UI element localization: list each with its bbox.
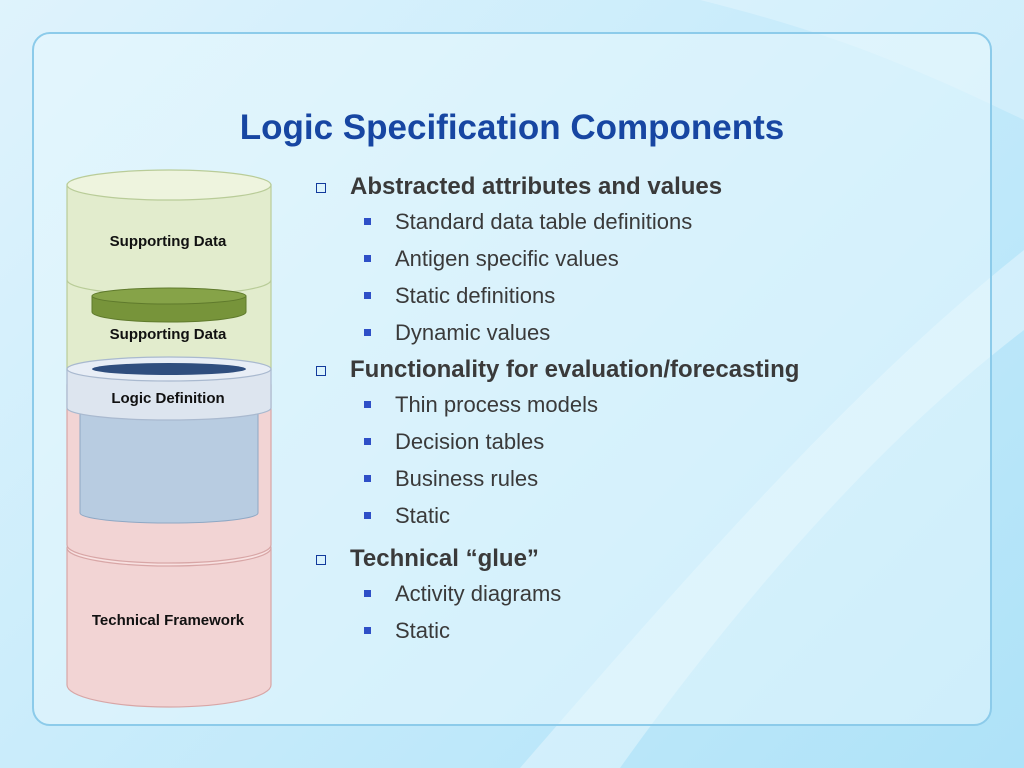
square-bullet-icon [364,590,371,597]
bullet-heading-text: Technical “glue” [350,545,539,572]
bullet-list: Abstracted attributes and values Standar… [312,172,952,653]
bullet-item-text: Decision tables [395,429,545,454]
bullet-item-text: Standard data table definitions [395,209,693,234]
square-bullet-icon [364,475,371,482]
supporting-data-cylinder [66,169,272,371]
bullet-item-text: Static [395,618,451,643]
square-bullet-icon [364,438,371,445]
bullet-item: Business rules [312,464,952,494]
hollow-square-bullet-icon [316,366,326,376]
bullet-item: Thin process models [312,390,952,420]
bullet-item-text: Dynamic values [395,320,551,345]
bullet-heading-text: Functionality for evaluation/forecasting [350,356,800,383]
square-bullet-icon [364,218,371,225]
square-bullet-icon [364,401,371,408]
logic-definition-body [79,394,259,524]
bullet-item-text: Thin process models [395,392,598,417]
bullet-item: Static definitions [312,281,952,311]
bullet-item: Standard data table definitions [312,207,952,237]
bullet-item: Static [312,616,952,646]
slide-title: Logic Specification Components [239,108,785,147]
hollow-square-bullet-icon [316,555,326,565]
square-bullet-icon [364,255,371,262]
bullet-item: Static [312,501,952,531]
bullet-heading: Abstracted attributes and values [312,172,952,202]
bullet-item-text: Static [395,503,451,528]
layer-label-supporting-data-2: Supporting Data [110,326,227,343]
bullet-heading-text: Abstracted attributes and values [350,173,723,200]
layer-label-supporting-data-1: Supporting Data [110,233,227,250]
bullet-item-text: Static definitions [395,283,556,308]
square-bullet-icon [364,627,371,634]
bullet-heading: Functionality for evaluation/forecasting [312,355,952,385]
bullet-item-text: Business rules [395,466,539,491]
bullet-item-text: Antigen specific values [395,246,619,271]
bullet-item: Antigen specific values [312,244,952,274]
bullet-item: Dynamic values [312,318,952,348]
bullet-heading: Technical “glue” [312,544,952,574]
square-bullet-icon [364,329,371,336]
square-bullet-icon [364,292,371,299]
bullet-item-text: Activity diagrams [395,581,562,606]
bullet-item: Decision tables [312,427,952,457]
square-bullet-icon [364,512,371,519]
bullet-item: Activity diagrams [312,579,952,609]
logic-definition-ring [66,356,272,421]
hollow-square-bullet-icon [316,183,326,193]
layer-label-technical-framework: Technical Framework [92,612,245,629]
layer-label-logic-definition: Logic Definition [111,390,224,407]
